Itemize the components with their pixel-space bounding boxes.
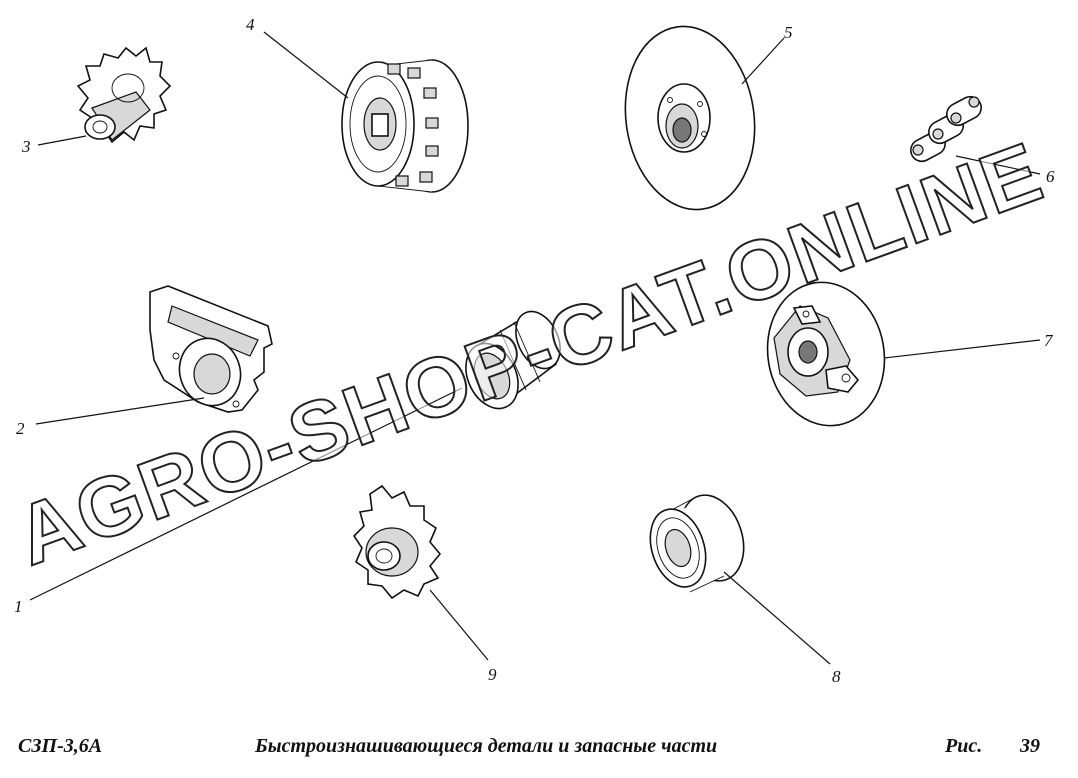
part-7-bearing-flange [766, 281, 886, 427]
callout-7: 7 [1044, 331, 1054, 350]
leader-line-2 [35, 397, 205, 425]
callout-4: 4 [246, 15, 255, 34]
part-2-bracket-housing [149, 285, 273, 413]
part-4-cell-drum [341, 59, 469, 193]
leader-line-8 [723, 571, 831, 665]
callout-2: 2 [16, 419, 25, 438]
figure-title: Быстроизнашивающиеся детали и запасные ч… [255, 735, 718, 757]
part-6-roller-chain [910, 95, 982, 163]
leader-line-9 [429, 589, 489, 661]
figure-label: Рис. [945, 735, 983, 757]
part-1-bushing [465, 310, 561, 410]
part-5-disc-hub [624, 25, 756, 211]
callout-5: 5 [784, 23, 793, 42]
leader-line-5 [741, 37, 785, 85]
callout-6: 6 [1046, 167, 1055, 186]
callout-1: 1 [14, 597, 23, 616]
leader-line-6 [955, 155, 1041, 175]
figure-number: 39 [1020, 735, 1040, 757]
part-8-ball-bearing [649, 494, 745, 593]
model-label: СЗП-3,6А [18, 735, 103, 757]
callout-9: 9 [488, 665, 497, 684]
part-3-sprocket-hub [76, 46, 172, 144]
callout-3: 3 [21, 137, 31, 156]
leader-line-1 [29, 387, 463, 601]
part-9-small-sprocket [352, 484, 442, 600]
leader-line-4 [263, 31, 349, 99]
leader-line-3 [37, 135, 87, 146]
leader-line-7 [883, 339, 1041, 359]
callout-8: 8 [832, 667, 841, 686]
